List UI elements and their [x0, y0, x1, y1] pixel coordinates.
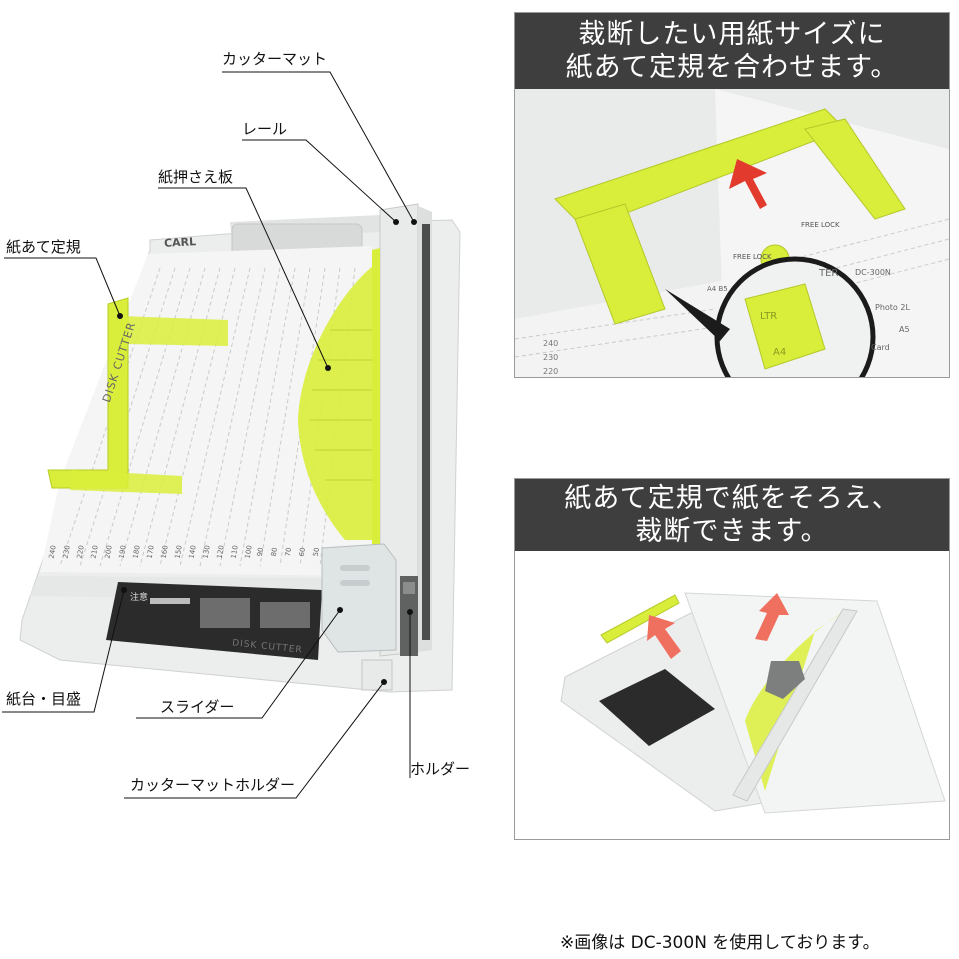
scale-tick-120: 120 [215, 544, 226, 560]
closeup-free-lock-2: FREE LOCK [801, 221, 840, 229]
scale-tick-60: 60 [297, 546, 308, 558]
closeup-ltr: LTR [760, 311, 778, 322]
panel-align-guide-line1: 裁断したい用紙サイズに [578, 19, 886, 50]
label-cutter-mat-holder: カッターマットホルダー [130, 776, 296, 794]
label-paper-press-plate: 紙押さえ板 [158, 168, 234, 186]
scale-tick-200: 200 [103, 544, 114, 560]
footnote: ※画像は DC-300N を使用しております。 [560, 933, 880, 953]
scale-tick-220: 220 [75, 544, 86, 560]
scale-tick-230: 230 [61, 544, 72, 560]
disk-cutter-drawing [2, 71, 461, 799]
closeup-free-lock: FREE LOCK [733, 253, 772, 261]
scale-tick-180: 180 [131, 544, 142, 560]
scale-tick-110: 110 [229, 544, 240, 560]
closeup-photo2l: Photo 2L [875, 303, 910, 312]
scale-tick-160: 160 [159, 544, 170, 560]
panel-align-guide-header: 裁断したい用紙サイズに 紙あて定規を合わせます。 [515, 13, 949, 89]
panel-align-paper-line1: 紙あて定規で紙をそろえ、 [564, 483, 900, 514]
closeup-cutter: TER [819, 268, 839, 279]
closeup-scale-220: 220 [543, 367, 559, 376]
scale-tick-70: 70 [283, 546, 294, 558]
label-paper-bed-scale: 紙台・目盛 [6, 690, 82, 708]
closeup-a4: A4 [773, 347, 787, 358]
bottom-scale: 240 230 220 210 200 190 180 170 160 150 … [46, 544, 326, 570]
scale-tick-100: 100 [243, 544, 254, 560]
label-slider: スライダー [160, 698, 235, 716]
scale-tick-190: 190 [117, 544, 128, 560]
scale-tick-50: 50 [311, 546, 322, 558]
scale-tick-140: 140 [187, 544, 198, 560]
panel-align-guide: 裁断したい用紙サイズに 紙あて定規を合わせます。 FREE LOCK FREE … [514, 12, 950, 378]
guide-closeup-photo [515, 89, 949, 377]
closeup-a5: A5 [899, 325, 910, 334]
brand-logo: CARL [163, 235, 197, 250]
scale-tick-130: 130 [201, 544, 212, 560]
scale-tick-240: 240 [47, 544, 58, 560]
scale-tick-150: 150 [173, 544, 184, 560]
label-cutter-mat: カッターマット [222, 50, 328, 68]
closeup-scale-240: 240 [543, 339, 559, 348]
device-illustration: CARL DISK CUTTER 注意 DISK CUTTER 240 230 … [2, 50, 471, 799]
scale-tick-170: 170 [145, 544, 156, 560]
panel-align-guide-line2: 紙あて定規を合わせます。 [565, 52, 899, 83]
scale-tick-90: 90 [255, 546, 266, 558]
closeup-a4b5: A4 B5 [707, 285, 728, 293]
label-rail: レール [242, 120, 288, 138]
scale-tick-80: 80 [269, 546, 280, 558]
scale-tick-210: 210 [89, 544, 100, 560]
panel-align-paper-line2: 裁断できます。 [635, 516, 829, 547]
panel-align-paper-header: 紙あて定規で紙をそろえ、 裁断できます。 [515, 479, 949, 551]
label-paper-guide: 紙あて定規 [6, 238, 81, 256]
paper-cutting-photo [515, 551, 949, 839]
closeup-model: DC-300N [855, 268, 891, 277]
closeup-scale-230: 230 [543, 353, 559, 362]
label-holder: ホルダー [410, 760, 471, 778]
panel-align-paper: 紙あて定規で紙をそろえ、 裁断できます。 [514, 478, 950, 840]
warning-title: 注意 [130, 593, 149, 603]
closeup-card: Card [871, 343, 890, 352]
